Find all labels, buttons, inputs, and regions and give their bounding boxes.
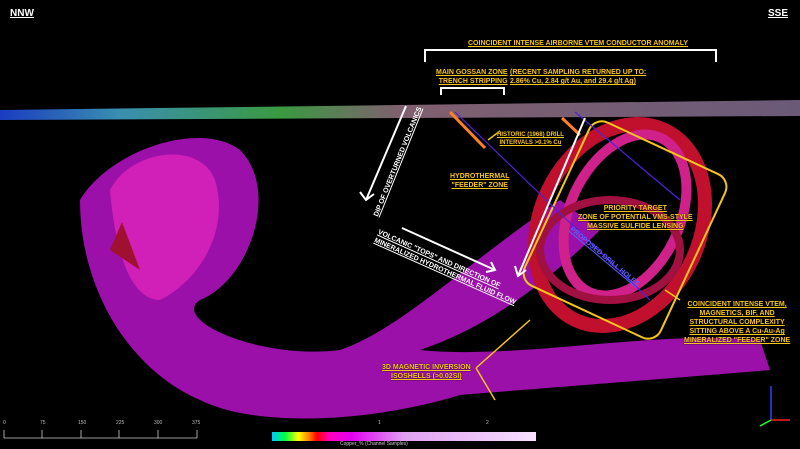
coincident-line1: COINCIDENT INTENSE VTEM, (687, 301, 787, 308)
coincident-line4: SITTING ABOVE A Cu-Au-Ag (689, 328, 785, 335)
scale-tick: 75 (40, 420, 46, 426)
priority-target-outline (522, 120, 728, 340)
coincident-label: COINCIDENT INTENSE VTEM, MAGNETICS, BIF, … (684, 300, 790, 345)
scale-tick: 300 (154, 420, 163, 426)
white-arrows (359, 105, 586, 278)
vtem-conductor-shells (527, 117, 713, 333)
inversion-label: 3D MAGNETIC INVERSION ISOSHELLS (>0.02SI) (382, 363, 471, 381)
scale-tick: 375 (192, 420, 201, 426)
isoshell-red-facet (110, 222, 140, 270)
priority-line3: MASSIVE SULFIDE LENSING (587, 223, 684, 230)
gossan-line1: MAIN GOSSAN ZONE (436, 69, 508, 76)
topographic-surface (0, 100, 800, 120)
proposed-drill-holes (454, 111, 681, 301)
feeder-line1: HYDROTHERMAL (450, 173, 510, 180)
colorbar-tick: 1 (378, 420, 381, 426)
sampling-label: (RECENT SAMPLING RETURNED UP TO: 2.86% Cu… (510, 68, 646, 86)
scale-tick: 225 (116, 420, 125, 426)
vtem-bracket (424, 49, 717, 62)
historic-drill-traces (448, 110, 582, 150)
priority-line2: ZONE OF POTENTIAL VMS-STYLE (578, 214, 693, 221)
feeder-label: HYDROTHERMAL "FEEDER" ZONE (450, 172, 510, 190)
scale-bar (3, 430, 198, 439)
scale-tick: 0 (3, 420, 6, 426)
coincident-line5: MINERALIZED "FEEDER" ZONE (684, 337, 791, 344)
colorbar-tick: 2 (486, 420, 489, 426)
gossan-label: MAIN GOSSAN ZONE TRENCH STRIPPING (436, 68, 508, 86)
orientation-left: NNW (10, 8, 34, 19)
priority-target-label: PRIORITY TARGET ZONE OF POTENTIAL VMS-STY… (578, 204, 693, 231)
sampling-line2: 2.86% Cu, 2.84 g/t Au, and 29.4 g/t Ag) (510, 78, 636, 85)
priority-line1: PRIORITY TARGET (603, 205, 667, 212)
scale-tick: 150 (78, 420, 87, 426)
sampling-line1: (RECENT SAMPLING RETURNED UP TO: (510, 69, 647, 76)
inversion-line1: 3D MAGNETIC INVERSION (382, 364, 471, 371)
colorbar-title: Copper_% (Channel Samples) (340, 441, 408, 447)
coincident-line2: MAGNETICS, BIF, AND (699, 310, 775, 317)
inversion-line2: ISOSHELLS (>0.02SI) (391, 373, 462, 380)
historic-line2: INTERVALS >0.1% Cu (499, 140, 562, 146)
gossan-line2: TRENCH STRIPPING (438, 78, 508, 85)
orientation-right: SSE (767, 8, 788, 19)
vtem-anomaly-label: COINCIDENT INTENSE AIRBORNE VTEM CONDUCT… (468, 40, 688, 47)
historic-label: HISTORIC (1968) DRILL INTERVALS >0.1% Cu (497, 131, 564, 147)
axis-triad-icon (759, 386, 790, 427)
coincident-line3: STRUCTURAL COMPLEXITY (689, 319, 785, 326)
color-bar (272, 432, 536, 441)
historic-line1: HISTORIC (1968) DRILL (497, 132, 564, 138)
leader-lines (475, 130, 681, 401)
magnetic-isoshell (80, 138, 770, 419)
gossan-bracket (440, 87, 505, 95)
feeder-line2: "FEEDER" ZONE (451, 182, 508, 189)
